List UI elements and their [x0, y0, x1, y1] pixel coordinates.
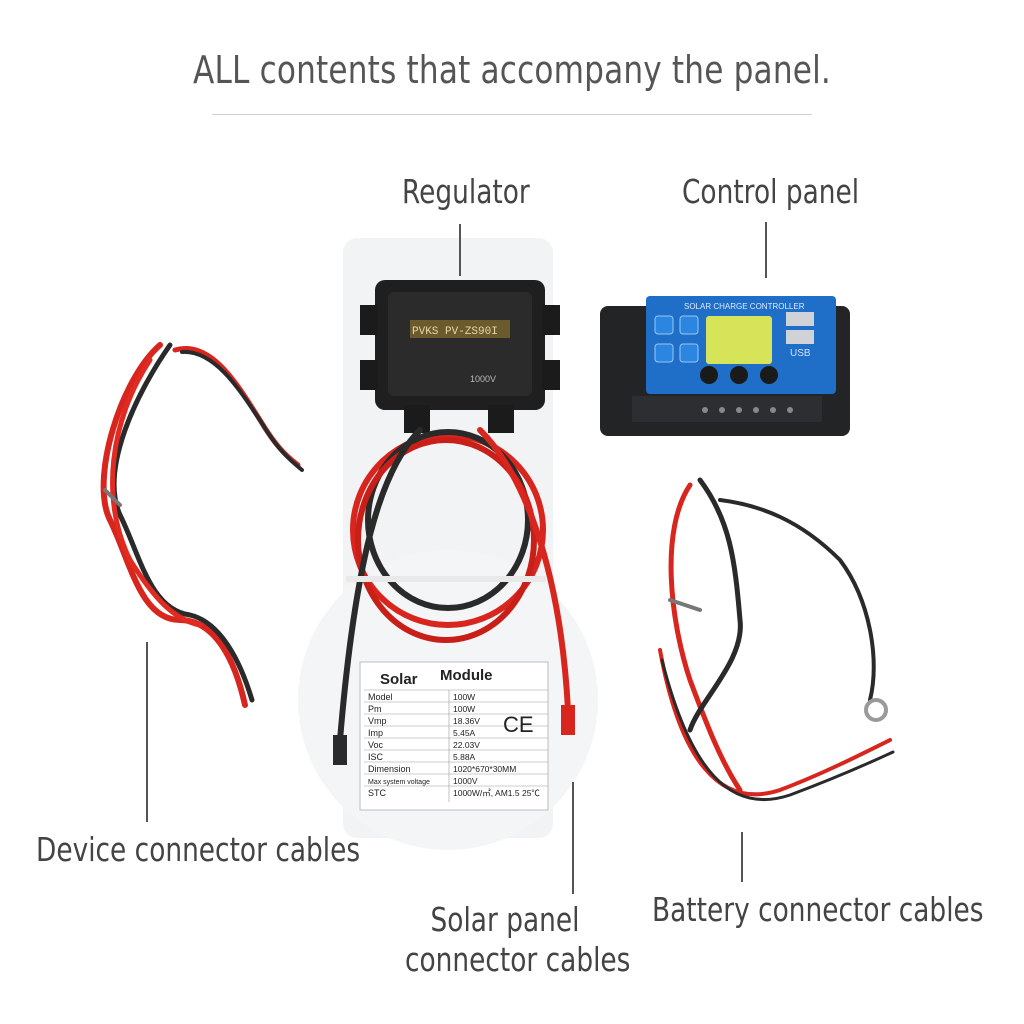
- lcd-screen: [706, 316, 772, 364]
- nameplate-heading-solar: Solar: [380, 671, 418, 688]
- ce-mark: CE: [503, 712, 534, 737]
- controller-title: SOLAR CHARGE CONTROLLER: [684, 302, 805, 311]
- device-cables-leader-line: [146, 642, 148, 822]
- battery-connector-cables: [658, 477, 895, 801]
- nameplate-value: 1000V: [453, 776, 478, 786]
- nameplate-key: STC: [368, 788, 387, 798]
- nameplate-value: 1020*670*30MM: [453, 764, 516, 774]
- solar-panel-connector-cables: [333, 427, 575, 765]
- nameplate-value: 1000W/㎡, AM1.5 25℃: [453, 788, 540, 798]
- page-title: ALL contents that accompany the panel.: [193, 48, 831, 92]
- device-cables-label: Device connector cables: [36, 830, 361, 869]
- regulator-leader-line: [459, 224, 461, 276]
- nameplate-key: ISC: [368, 752, 384, 762]
- solar-cables-label: Solar panel connector cables: [405, 900, 631, 980]
- nameplate-value: 100W: [453, 692, 475, 702]
- charge-controller: SOLAR CHARGE CONTROLLER USB: [600, 296, 850, 436]
- nameplate-key: Dimension: [368, 764, 411, 774]
- solar-cables-leader-line: [572, 782, 574, 894]
- nameplate-key: Model: [368, 692, 393, 702]
- regulator-label: Regulator: [402, 172, 530, 211]
- nameplate-value: 22.03V: [453, 740, 480, 750]
- nameplate-key: Imp: [368, 728, 383, 738]
- nameplate-key: Pm: [368, 704, 382, 714]
- regulator-marking: PVKS PV-ZS90I: [412, 326, 498, 338]
- control-panel-label: Control panel: [682, 172, 860, 211]
- regulator-junction-box: PVKS PV-ZS90I 1000V: [360, 280, 560, 433]
- nameplate-value: 5.88A: [453, 752, 476, 762]
- solar-module-nameplate: Solar Module Model 100W Pm 100W Vmp 18.36V Imp…: [359, 661, 549, 811]
- nameplate-value: 100W: [453, 704, 475, 714]
- nameplate-value: 18.36V: [453, 716, 480, 726]
- usb-label: USB: [790, 348, 811, 359]
- battery-cables-label: Battery connector cables: [652, 890, 984, 929]
- nameplate-key: Max system voltage: [368, 779, 430, 786]
- battery-cables-leader-line: [741, 832, 743, 882]
- nameplate-value: 5.45A: [453, 728, 476, 738]
- solar-cables-label-line2: connector cables: [405, 940, 631, 979]
- device-connector-cables: [100, 342, 304, 708]
- control-panel-leader-line: [765, 222, 767, 278]
- nameplate-heading-module: Module: [440, 667, 493, 684]
- regulator-rating: 1000V: [470, 374, 496, 384]
- solar-cables-label-line1: Solar panel: [430, 900, 580, 939]
- nameplate-key: Voc: [368, 740, 384, 750]
- nameplate-key: Vmp: [368, 716, 387, 726]
- title-divider: [212, 114, 812, 115]
